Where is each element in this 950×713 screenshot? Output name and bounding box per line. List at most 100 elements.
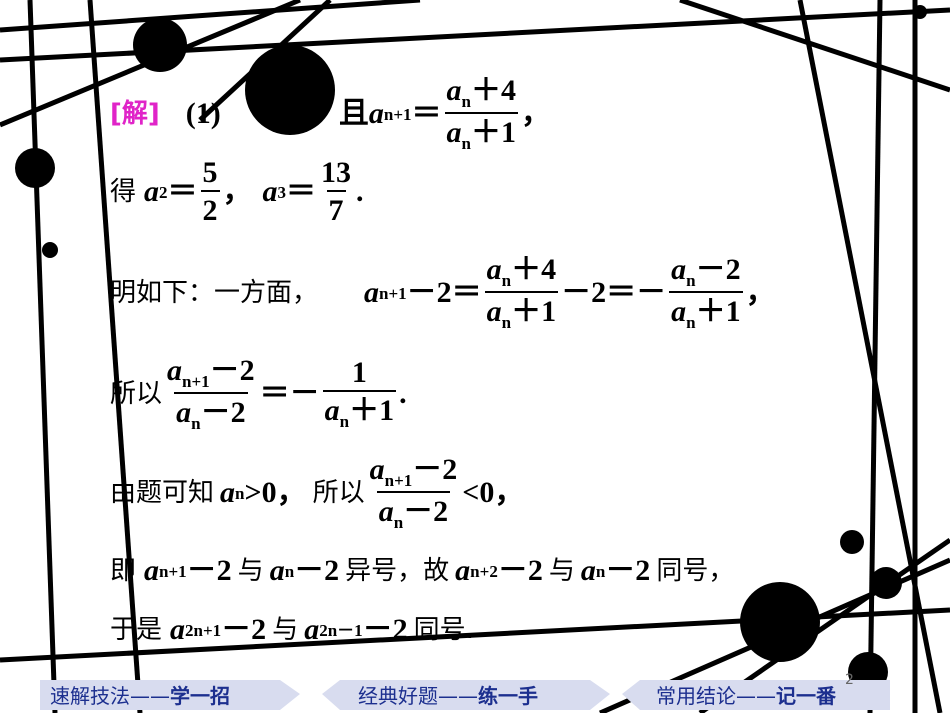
subscript: n — [191, 414, 201, 433]
deco-dot — [870, 567, 902, 599]
expr: －2 — [605, 554, 651, 587]
period: . — [399, 377, 407, 410]
denominator: 7 — [326, 190, 346, 226]
subscript: n — [501, 313, 512, 332]
var-a: a — [580, 554, 596, 587]
subscript: n — [339, 412, 350, 431]
numerator-rest: －2 — [695, 253, 741, 286]
part-label: (1) — [185, 97, 221, 130]
subscript: n — [461, 134, 471, 153]
equals: ＝ — [411, 97, 442, 130]
subscript: n — [686, 313, 696, 332]
expr: <0， — [462, 476, 525, 509]
deco-dot — [133, 18, 187, 72]
numerator-rest: ＋4 — [511, 253, 557, 286]
footer-link-emphasis: 练一手 — [478, 683, 538, 708]
subscript: n+1 — [384, 471, 413, 490]
expr: －2＝ — [406, 276, 482, 309]
denominator-rest: ＋1 — [695, 295, 741, 328]
var-a: a — [378, 495, 394, 528]
var-a: a — [167, 354, 183, 387]
numerator: 1 — [351, 356, 367, 389]
fraction: an＋4 an＋1 — [444, 74, 518, 153]
denominator-rest: ＋1 — [511, 295, 557, 328]
expr: －2 — [221, 613, 267, 646]
denominator-rest: ＋1 — [471, 116, 516, 149]
fraction: an+1－2 an－2 — [368, 453, 460, 532]
footer-link-emphasis: 学一招 — [170, 683, 230, 708]
text: 与 — [237, 556, 264, 586]
deco-line — [679, 0, 950, 93]
period: . — [356, 175, 364, 208]
deco-dot — [15, 148, 55, 188]
var-a: a — [446, 116, 462, 149]
denominator-rest: －2 — [200, 396, 246, 429]
var-a: a — [369, 453, 385, 486]
denominator-rest: ＋1 — [349, 394, 395, 427]
footer-nav: 速解技法——学一招 经典好题——练一手 常用结论——记一番 — [0, 676, 950, 713]
var-a: a — [144, 554, 160, 587]
subscript: 2n－1 — [319, 620, 363, 640]
expr: －2 — [294, 554, 340, 587]
numerator: 13 — [321, 156, 352, 189]
footer-link-text: 经典好题—— — [358, 683, 478, 708]
subscript: 2n+1 — [185, 620, 222, 640]
deco-dot — [740, 582, 820, 662]
var-a: a — [486, 295, 502, 328]
footer-link-tips[interactable]: 速解技法——学一招 — [50, 679, 230, 709]
deco-line — [0, 0, 421, 33]
fraction: an+1－2 an－2 — [165, 354, 257, 433]
footer-link-emphasis: 记一番 — [776, 683, 836, 708]
expr: －2 — [497, 554, 543, 587]
denominator-rest: －2 — [403, 495, 449, 528]
deco-line — [27, 0, 58, 713]
subscript: n — [284, 561, 295, 581]
expr: －2 — [186, 554, 232, 587]
text: 所以 — [312, 478, 365, 508]
line-4: 所以 an+1－2 an－2 ＝－ 1 an＋1 . — [110, 354, 407, 433]
var-a: a — [671, 253, 687, 286]
var-a: a — [170, 613, 186, 646]
var-a: a — [446, 74, 462, 107]
footer-link-conclusions[interactable]: 常用结论——记一番 — [656, 679, 836, 709]
subscript: n — [686, 271, 696, 290]
deco-dot — [840, 530, 864, 554]
subscript: n — [393, 513, 404, 532]
subscript: n — [235, 483, 245, 503]
var-a: a — [368, 97, 384, 130]
deco-line — [87, 0, 143, 713]
var-a: a — [176, 396, 192, 429]
text: 由题可知 — [110, 478, 215, 508]
subscript: 2 — [159, 182, 168, 202]
subscript: n+1 — [379, 283, 407, 303]
var-a: a — [671, 295, 687, 328]
var-a: a — [364, 276, 380, 309]
subscript: n+2 — [470, 561, 498, 581]
text: 同号， — [656, 556, 735, 586]
deco-dot — [245, 45, 335, 135]
equals: ＝ — [167, 175, 198, 208]
denominator: 2 — [200, 190, 220, 226]
expr: ＝－ — [259, 377, 320, 410]
comma: ， — [745, 276, 776, 309]
var-a: a — [262, 175, 278, 208]
numerator-rest: －2 — [412, 453, 458, 486]
footer-tabs-bg — [40, 680, 890, 710]
text: 异号，故 — [345, 556, 450, 586]
footer-link-practice[interactable]: 经典好题——练一手 — [358, 679, 538, 709]
text: 得 — [110, 177, 137, 207]
subscript: n+1 — [159, 561, 187, 581]
numerator: 5 — [202, 156, 218, 189]
var-a: a — [324, 394, 340, 427]
fraction: 1 an＋1 — [322, 356, 397, 431]
deco-dot — [913, 5, 927, 19]
text: 与 — [272, 615, 299, 645]
equals: ＝ — [286, 175, 317, 208]
fraction: an－2 an＋1 — [669, 253, 743, 332]
